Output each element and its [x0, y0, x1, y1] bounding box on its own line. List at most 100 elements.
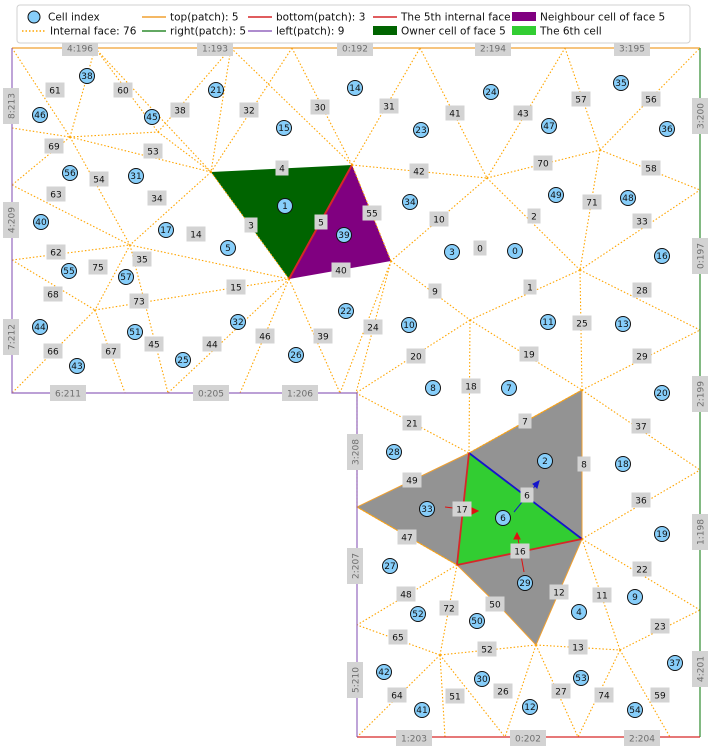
face-label: 13	[568, 639, 588, 655]
cell-label-text: 34	[404, 198, 416, 208]
face-label: 48	[396, 586, 416, 602]
face-label-text: 5	[318, 218, 324, 228]
cell-label-text: 16	[656, 252, 668, 262]
cell-label: 31	[128, 168, 144, 184]
face-label-text: 54	[93, 175, 105, 185]
face-label: 12	[549, 584, 569, 600]
cell-label-text: 23	[415, 126, 426, 136]
boundary-label-text: 3:195	[619, 44, 645, 54]
face-label: 67	[101, 343, 121, 359]
face-label: 71	[582, 194, 602, 210]
face-label-text: 74	[598, 691, 610, 701]
legend-neighbour-swatch	[512, 12, 536, 21]
boundary-label: 0:197	[692, 238, 708, 274]
cell-label-text: 27	[384, 562, 395, 572]
cell-label-text: 49	[550, 191, 562, 201]
face-label: 61	[45, 82, 65, 98]
cell-label-text: 56	[64, 169, 76, 179]
face-label: 50	[485, 596, 505, 612]
cell-label-text: 0	[512, 247, 518, 257]
cell-label: 22	[338, 303, 354, 319]
cell-label-text: 19	[656, 530, 668, 540]
legend-right-patch: right(patch): 5	[170, 26, 246, 38]
face-label-text: 71	[586, 198, 597, 208]
cell-label: 11	[540, 314, 556, 330]
face-label: 72	[439, 600, 459, 616]
cell-label: 55	[61, 263, 77, 279]
legend-owner-swatch	[373, 26, 397, 35]
cell-label-text: 35	[615, 79, 626, 89]
boundary-label: 3:195	[614, 40, 650, 56]
face-label-text: 6	[524, 491, 530, 501]
cell-label-text: 30	[476, 675, 488, 685]
face-label: 3	[244, 217, 258, 233]
cell-label: 1	[277, 198, 293, 214]
cell-label: 12	[522, 699, 538, 715]
legend: Cell index top(patch): 5 bottom(patch): …	[16, 4, 691, 44]
face-label-text: 30	[314, 103, 326, 113]
face-label: 4	[275, 160, 289, 176]
face-label: 53	[143, 143, 163, 159]
face-label: 2	[527, 208, 541, 224]
cell-label: 57	[118, 269, 134, 285]
cell-label: 47	[541, 118, 557, 134]
boundary-label-text: 5:210	[351, 667, 361, 693]
cell-label: 7	[501, 380, 517, 396]
face-label: 40	[331, 262, 351, 278]
face-label-text: 41	[449, 109, 460, 119]
boundary-label: 0:205	[193, 385, 229, 401]
cell-label-text: 47	[543, 122, 554, 132]
boundary-label: 2:194	[475, 40, 511, 56]
face-label-text: 44	[206, 340, 218, 350]
boundary-label-text: 2:204	[629, 734, 655, 744]
face-label: 51	[445, 688, 465, 704]
face-label: 58	[641, 160, 661, 176]
cell-label: 4	[571, 604, 587, 620]
cell-label-text: 15	[278, 124, 289, 134]
face-label: 75	[88, 259, 108, 275]
face-label: 37	[631, 418, 651, 434]
face-label: 74	[594, 687, 614, 703]
cell-label: 23	[413, 122, 429, 138]
cell-label-text: 51	[129, 328, 140, 338]
cell-label: 43	[69, 358, 85, 374]
cell-label-text: 24	[485, 88, 497, 98]
legend-internal-face: Internal face: 76	[50, 26, 137, 38]
face-label-text: 61	[49, 86, 60, 96]
face-label-text: 14	[190, 230, 202, 240]
face-label: 68	[43, 286, 63, 302]
cell-label: 54	[627, 702, 643, 718]
cell-label: 33	[419, 501, 435, 517]
face-label: 57	[571, 91, 591, 107]
cell-label: 5	[220, 240, 236, 256]
face-label-text: 63	[50, 190, 61, 200]
cell-label: 16	[654, 248, 670, 264]
face-label-text: 35	[136, 255, 147, 265]
cell-label-text: 29	[519, 579, 531, 589]
boundary-label: 1:206	[282, 385, 318, 401]
boundary-label-text: 2:194	[480, 44, 506, 54]
face-label: 29	[632, 348, 652, 364]
face-label-text: 49	[406, 476, 418, 486]
face-label-text: 56	[645, 95, 657, 105]
boundary-label: 4:209	[3, 202, 19, 238]
face-label-text: 62	[50, 248, 61, 258]
face-label: 0	[473, 240, 487, 256]
face-label: 7	[518, 413, 532, 429]
face-label: 15	[226, 279, 246, 295]
cell-label-text: 18	[617, 460, 629, 470]
cell-label: 14	[347, 80, 363, 96]
boundary-label-text: 0:192	[342, 44, 368, 54]
legend-cell-6: The 6th cell	[539, 26, 602, 38]
boundary-label: 1:193	[197, 40, 233, 56]
boundary-label: 2:199	[692, 376, 708, 412]
cell-label: 24	[483, 84, 499, 100]
face-label: 9	[428, 283, 442, 299]
cell-label: 28	[386, 444, 402, 460]
face-label-text: 3	[248, 221, 254, 231]
face-label: 73	[129, 293, 149, 309]
face-label: 21	[402, 415, 422, 431]
